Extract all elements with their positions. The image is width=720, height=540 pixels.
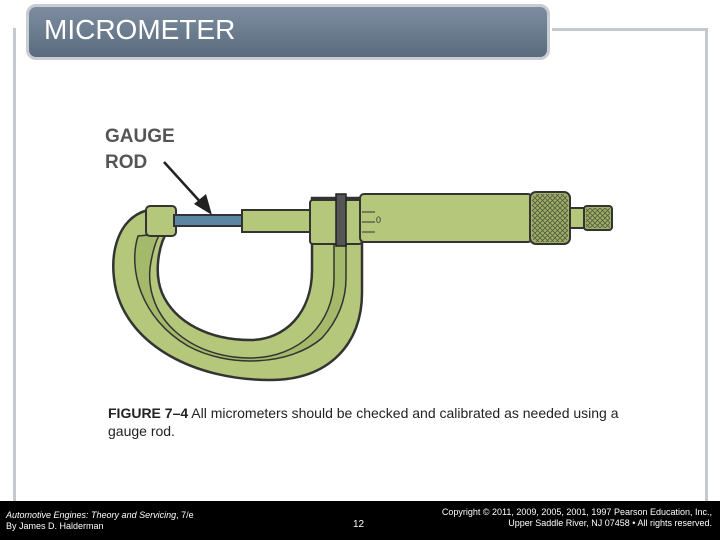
page-number: 12 (353, 519, 365, 530)
spindle (241, 209, 317, 233)
footer-copyright: Copyright © 2011, 2009, 2005, 2001, 1997… (442, 507, 712, 529)
anvil-block (145, 205, 177, 237)
book-title: Automotive Engines: Theory and Servicing (6, 510, 177, 520)
title-tab (26, 4, 550, 60)
book-author: By James D. Halderman (6, 521, 104, 531)
label-gauge: GAUGE (105, 126, 175, 147)
caption-number: FIGURE 7–4 (108, 405, 189, 421)
address-line: Upper Saddle River, NJ 07458 • All right… (508, 518, 712, 528)
footer-book-info: Automotive Engines: Theory and Servicing… (6, 510, 194, 532)
slide-title: MICROMETER (44, 14, 236, 45)
book-edition: , 7/e (176, 510, 194, 520)
lock-ring (335, 193, 347, 247)
footer-bar: Automotive Engines: Theory and Servicing… (0, 501, 720, 540)
label-rod: ROD (105, 152, 147, 173)
copyright-line: Copyright © 2011, 2009, 2005, 2001, 1997… (441, 507, 712, 517)
ratchet-stop (569, 207, 585, 229)
slide-frame-left (13, 28, 16, 502)
scale-zero: 0 (376, 215, 381, 225)
gauge-rod (173, 214, 245, 227)
caption-text: All micrometers should be checked and ca… (108, 405, 619, 439)
slide-frame-right (705, 28, 708, 502)
pointer-arrow-head (194, 194, 212, 215)
slide-frame-top (552, 28, 708, 31)
micrometer-illustration: 0 GAUGE ROD (105, 126, 613, 382)
thimble (359, 193, 533, 243)
pointer-arrow (163, 161, 205, 207)
figure-caption: FIGURE 7–4 All micrometers should be che… (108, 404, 628, 440)
